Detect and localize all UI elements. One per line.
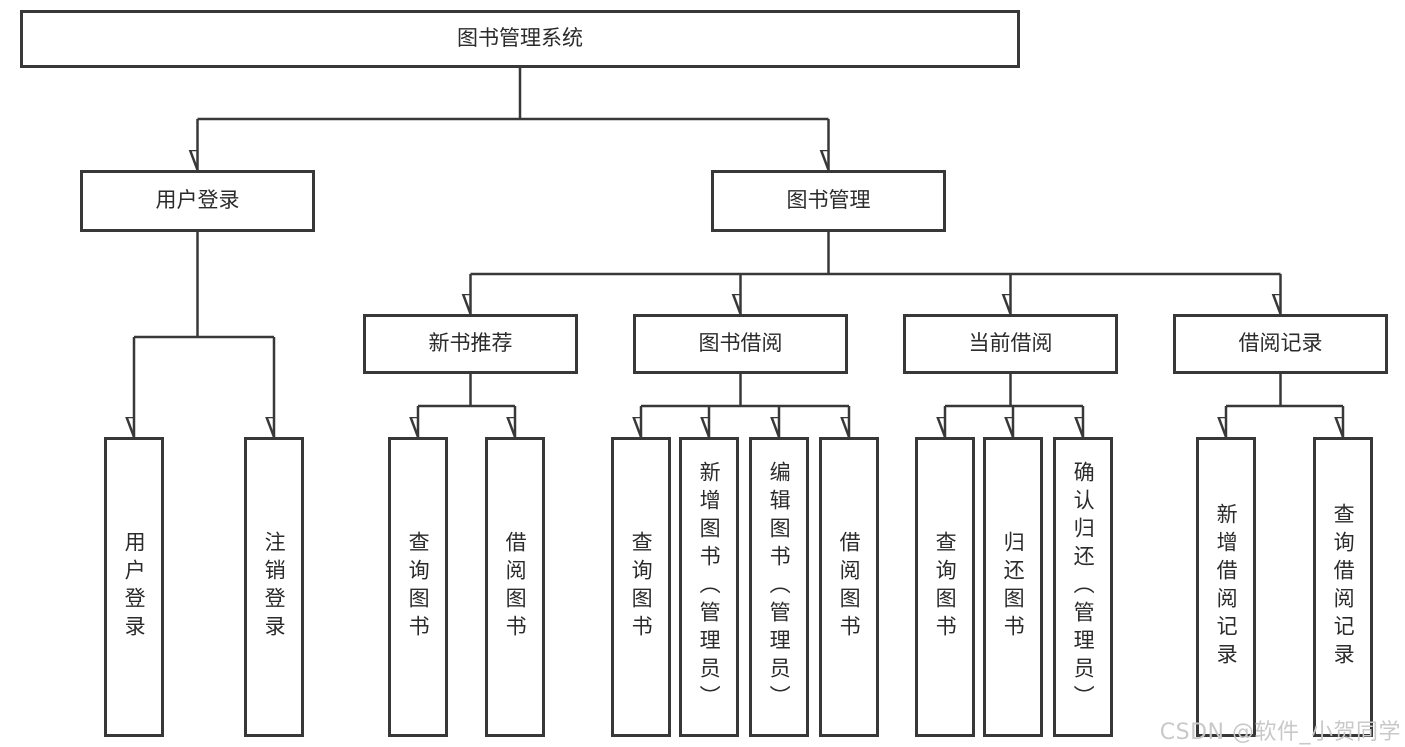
node-leaf-query-books-current: 查询图书 bbox=[915, 437, 975, 737]
node-leaf-return-books: 归还图书 bbox=[983, 437, 1043, 737]
node-leaf-user-login-label: 用户登录 bbox=[122, 531, 147, 643]
node-leaf-borrow-books-recommend-label: 借阅图书 bbox=[503, 531, 528, 643]
node-leaf-borrow-books-recommend: 借阅图书 bbox=[485, 437, 545, 737]
node-leaf-confirm-return-admin-label: 确认归还（管理员） bbox=[1071, 461, 1096, 713]
node-current-borrow-label: 当前借阅 bbox=[968, 331, 1053, 356]
node-leaf-user-login: 用户登录 bbox=[104, 437, 164, 737]
node-leaf-query-books-recommend: 查询图书 bbox=[388, 437, 448, 737]
node-leaf-logout: 注销登录 bbox=[244, 437, 304, 737]
watermark-text: CSDN @软件_小贺同学 bbox=[1159, 720, 1401, 745]
node-user-login-label: 用户登录 bbox=[155, 188, 240, 213]
node-book-management-label: 图书管理 bbox=[786, 188, 871, 213]
node-leaf-query-books-current-label: 查询图书 bbox=[933, 531, 958, 643]
node-leaf-borrow-books: 借阅图书 bbox=[819, 437, 879, 737]
node-leaf-borrow-books-label: 借阅图书 bbox=[837, 531, 862, 643]
node-leaf-add-borrow-record-label: 新增借阅记录 bbox=[1214, 503, 1239, 671]
node-leaf-add-books-admin: 新增图书（管理员） bbox=[679, 437, 739, 737]
node-leaf-confirm-return-admin: 确认归还（管理员） bbox=[1053, 437, 1113, 737]
node-root-label: 图书管理系统 bbox=[457, 26, 583, 51]
node-root: 图书管理系统 bbox=[20, 10, 1020, 68]
node-new-book-recommend-label: 新书推荐 bbox=[428, 331, 513, 356]
node-leaf-add-borrow-record: 新增借阅记录 bbox=[1196, 437, 1256, 737]
node-current-borrow: 当前借阅 bbox=[903, 314, 1118, 374]
node-book-borrow-label: 图书借阅 bbox=[698, 331, 783, 356]
node-leaf-edit-books-admin-label: 编辑图书（管理员） bbox=[767, 461, 792, 713]
node-user-login: 用户登录 bbox=[80, 170, 315, 232]
node-leaf-query-books-recommend-label: 查询图书 bbox=[406, 531, 431, 643]
node-leaf-return-books-label: 归还图书 bbox=[1001, 531, 1026, 643]
node-borrow-records: 借阅记录 bbox=[1173, 314, 1388, 374]
node-leaf-edit-books-admin: 编辑图书（管理员） bbox=[749, 437, 809, 737]
node-leaf-logout-label: 注销登录 bbox=[262, 531, 287, 643]
node-leaf-add-books-admin-label: 新增图书（管理员） bbox=[697, 461, 722, 713]
node-book-borrow: 图书借阅 bbox=[633, 314, 848, 374]
node-leaf-query-books-borrow: 查询图书 bbox=[611, 437, 671, 737]
node-leaf-query-borrow-record: 查询借阅记录 bbox=[1313, 437, 1373, 737]
node-new-book-recommend: 新书推荐 bbox=[363, 314, 578, 374]
node-book-management: 图书管理 bbox=[711, 170, 946, 232]
node-borrow-records-label: 借阅记录 bbox=[1238, 331, 1323, 356]
node-leaf-query-borrow-record-label: 查询借阅记录 bbox=[1331, 503, 1356, 671]
node-leaf-query-books-borrow-label: 查询图书 bbox=[629, 531, 654, 643]
